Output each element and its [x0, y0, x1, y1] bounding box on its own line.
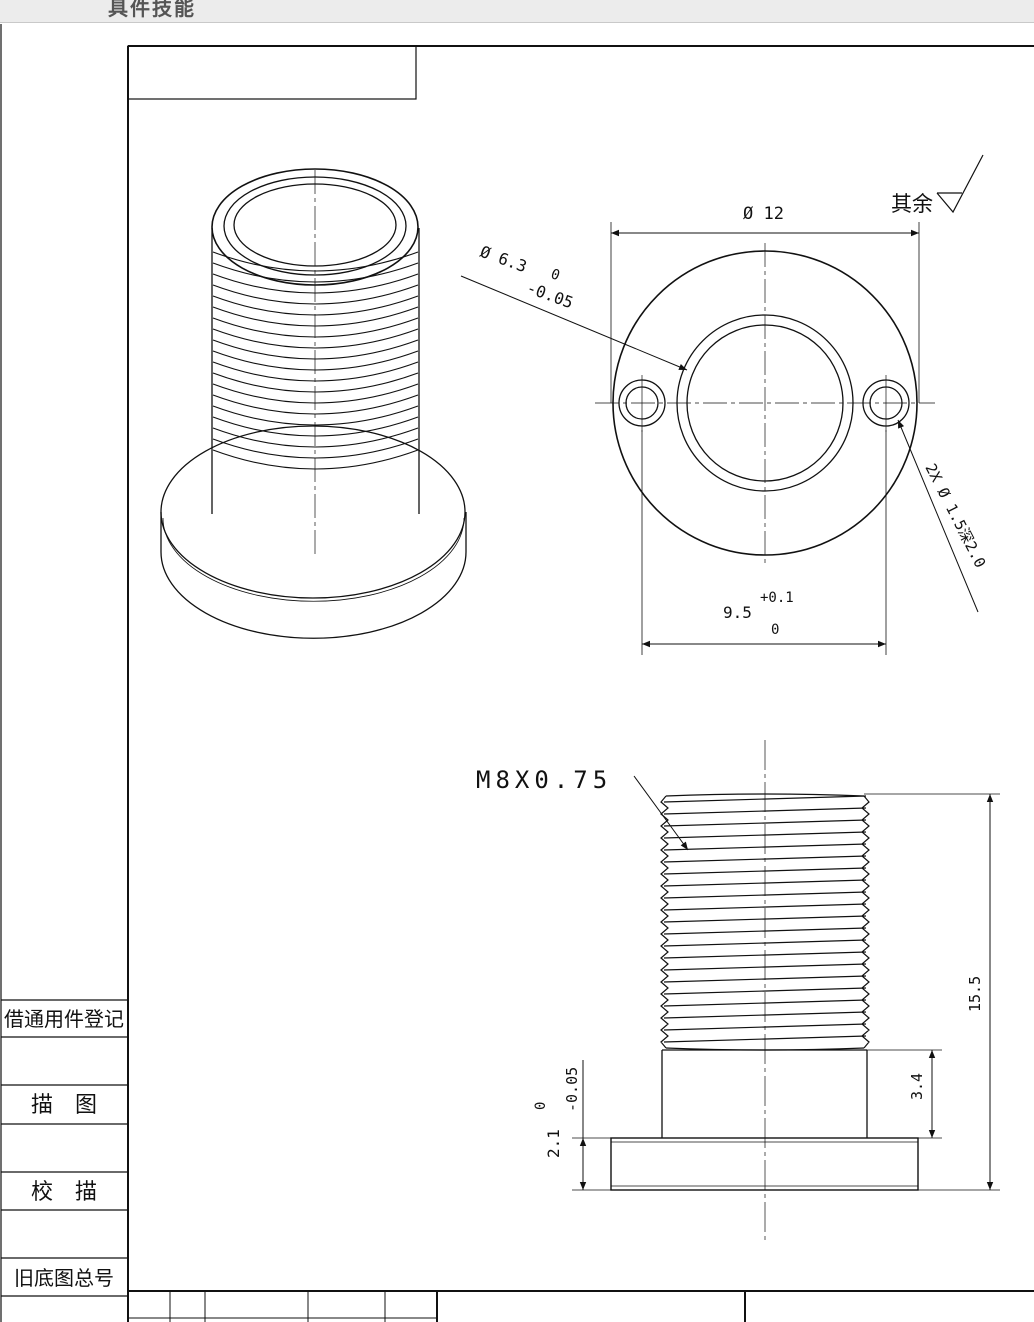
thread-spec-label: M8X0.75: [476, 766, 612, 794]
isometric-view: [160, 168, 467, 639]
bore-upper-tolerance: 0: [549, 266, 562, 284]
collar-length-label: 3.4: [908, 1073, 926, 1100]
outer-diameter-label: Ø 12: [743, 204, 784, 224]
sheet-frame: [0, 24, 1034, 1322]
flange-lower-tolerance: -0.05: [563, 1067, 581, 1112]
bore-diameter-label: Ø 6.3: [478, 242, 530, 276]
hole-callout-label: 2X Ø 1.5深2.0: [921, 461, 989, 571]
hole-spacing-upper-tolerance: +0.1: [760, 590, 794, 606]
bore-lower-tolerance: -0.05: [524, 278, 576, 312]
side-panel-label-old-drawing-no: 旧底图总号: [14, 1266, 114, 1290]
overall-length-label: 15.5: [966, 976, 984, 1012]
title-block: [128, 1290, 1034, 1322]
side-view: [572, 740, 1000, 1240]
side-panel-label-register: 借通用件登记: [4, 1007, 124, 1031]
window-titlebar: 具件技能: [0, 0, 1034, 23]
flange-upper-tolerance: 0: [533, 1102, 549, 1110]
hole-spacing-label: 9.5: [723, 603, 752, 622]
top-view: [460, 154, 984, 655]
side-panel: [1, 999, 128, 1297]
surface-finish-note: 其余: [891, 192, 933, 216]
flange-thickness-label: 2.1: [544, 1129, 563, 1158]
hole-spacing-lower-tolerance: 0: [771, 622, 779, 638]
side-panel-label-checking: 校 描: [31, 1180, 97, 1205]
window-title: 具件技能: [108, 0, 196, 20]
side-panel-label-tracing: 描 图: [31, 1093, 97, 1118]
